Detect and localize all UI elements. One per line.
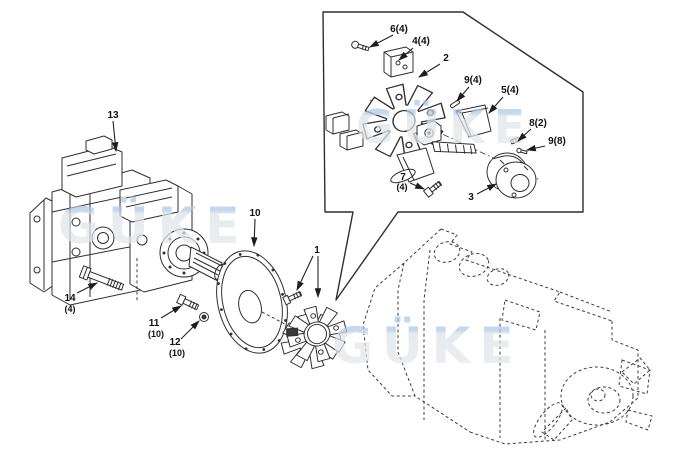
hub-3 bbox=[486, 152, 537, 199]
leader-10 bbox=[251, 218, 258, 248]
coupling-element-2 bbox=[355, 75, 453, 167]
splined-taper bbox=[431, 141, 477, 155]
leader-4 bbox=[398, 47, 414, 61]
engine-dashed-outline bbox=[362, 228, 653, 445]
pin-9b bbox=[516, 147, 528, 155]
wedge-5 bbox=[455, 104, 492, 138]
leader-2 bbox=[418, 63, 441, 78]
callout-3: 3 bbox=[468, 192, 474, 203]
callout-11: 11 bbox=[149, 318, 160, 329]
funnel-wedge bbox=[390, 147, 435, 184]
watermark-pump: GÜKE bbox=[58, 196, 249, 255]
coupling-1 bbox=[275, 299, 353, 376]
leader-1a bbox=[296, 255, 314, 291]
bolt-1 bbox=[282, 290, 303, 306]
watermark-engine: GÜKE bbox=[332, 316, 523, 375]
bolt-11 bbox=[176, 293, 200, 311]
washer-12 bbox=[199, 312, 209, 322]
drive-disc-10 bbox=[216, 250, 288, 354]
disc-bolt-holes bbox=[217, 253, 287, 351]
callout-14-qty: (4) bbox=[65, 304, 76, 314]
center-block bbox=[416, 120, 442, 146]
bolt-6 bbox=[351, 40, 370, 52]
hydraulic-pump bbox=[29, 135, 226, 306]
leader-3 bbox=[476, 183, 497, 195]
callout-2: 2 bbox=[443, 53, 449, 64]
callout-12: 12 bbox=[169, 337, 181, 348]
watermark-inset: GÜKE bbox=[356, 100, 534, 154]
callout-9a: 9(4) bbox=[464, 75, 482, 86]
bolt-7 bbox=[423, 180, 442, 198]
leader-13 bbox=[111, 120, 119, 153]
callout-13: 13 bbox=[107, 110, 119, 121]
inset-detail-box bbox=[322, 11, 584, 301]
leader-7 bbox=[409, 182, 426, 190]
bolt-14 bbox=[78, 265, 125, 291]
leader-9b bbox=[525, 144, 546, 152]
callout-1: 1 bbox=[314, 245, 320, 256]
callouts: 6(4) 4(4) 2 9(4) 5(4) 8(2) 9(8) 7 (4) 3 … bbox=[64, 24, 565, 358]
callout-8: 8(2) bbox=[529, 118, 547, 129]
leader-5 bbox=[488, 96, 504, 114]
callout-5: 5(4) bbox=[501, 85, 519, 96]
callout-7-qty: (4) bbox=[397, 182, 408, 192]
leader-6 bbox=[369, 34, 394, 48]
callout-6: 6(4) bbox=[390, 24, 408, 35]
leader-12 bbox=[180, 320, 200, 340]
callout-14: 14 bbox=[64, 293, 76, 304]
watermark-group: GÜKE GÜKE GÜKE bbox=[58, 100, 534, 375]
leader-14 bbox=[76, 282, 98, 294]
callout-12-qty: (10) bbox=[169, 348, 185, 358]
leader-11 bbox=[160, 305, 182, 319]
callout-10: 10 bbox=[249, 208, 261, 219]
callout-4: 4(4) bbox=[412, 36, 430, 47]
insert-blocks-left bbox=[325, 111, 364, 151]
callout-11-qty: (10) bbox=[148, 329, 164, 339]
leader-9a bbox=[456, 86, 470, 102]
leader-8 bbox=[517, 128, 532, 142]
callout-7: 7 bbox=[400, 172, 406, 183]
callout-9b: 9(8) bbox=[548, 136, 566, 147]
